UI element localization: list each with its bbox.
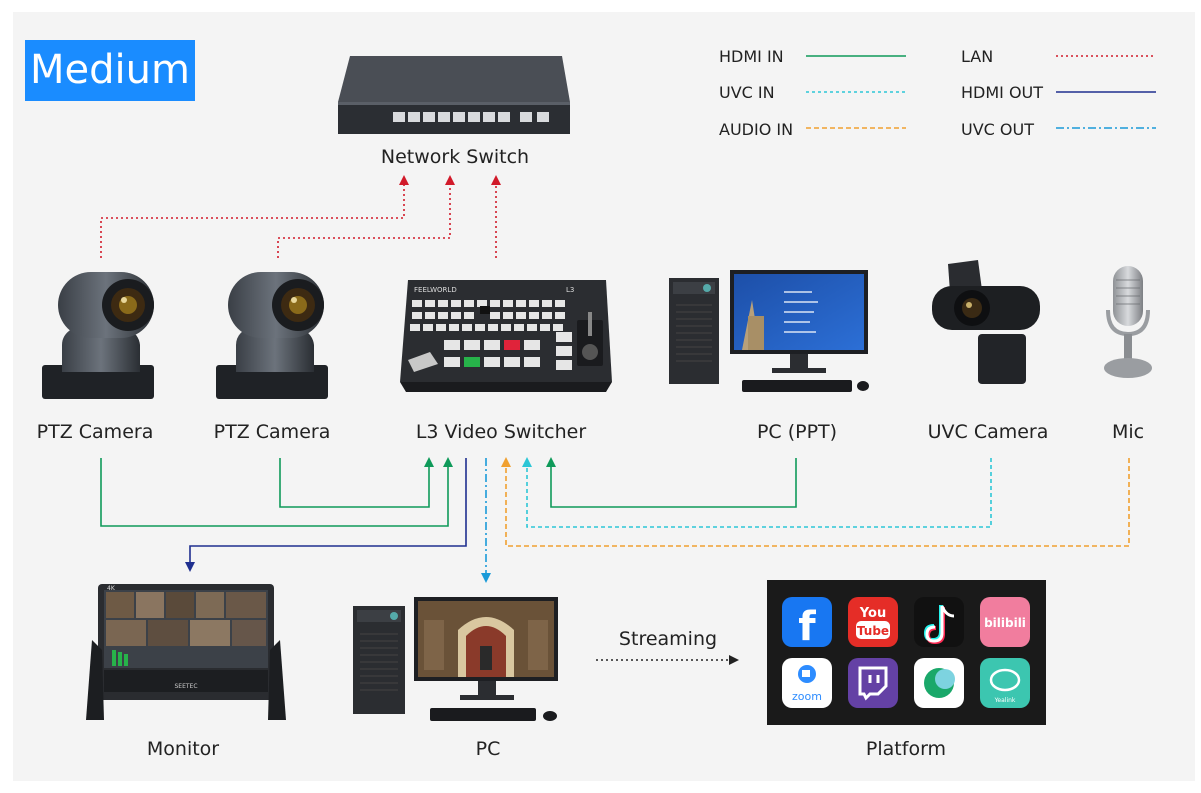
pc-ppt-label: PC (PPT) <box>756 421 838 443</box>
video-switcher-label: L3 Video Switcher <box>415 421 587 443</box>
bilibili-icon: bilibili <box>980 597 1030 647</box>
monitor-label: Monitor <box>146 738 220 760</box>
mic-image <box>1104 266 1152 378</box>
legend-uvc-in-label: UVC IN <box>719 83 775 102</box>
uvc-camera-to-switcher <box>522 457 992 528</box>
facebook-icon: f <box>782 597 832 650</box>
legend-hdmi-out-label: HDMI OUT <box>961 83 1044 102</box>
mic-label: Mic <box>1111 421 1145 443</box>
diagram-title: Medium <box>25 40 195 101</box>
pc-image <box>353 597 558 721</box>
legend-hdmi-in-label: HDMI IN <box>719 47 784 66</box>
platform-image: f You Tube bilibili zo <box>767 580 1046 725</box>
streaming-label: Streaming <box>618 628 718 650</box>
svg-text:Tube: Tube <box>857 624 889 638</box>
switcher-model-text: L3 <box>566 286 574 294</box>
lan-ptz2-to-switch <box>277 175 455 258</box>
ptz-camera-1-label: PTZ Camera <box>36 421 154 443</box>
uvc-camera-label: UVC Camera <box>927 421 1049 443</box>
ptz-camera-2-label: PTZ Camera <box>213 421 331 443</box>
zoom-icon: zoom <box>782 658 832 708</box>
hdmi-in-connections <box>100 457 797 527</box>
ptz-camera-2-image <box>216 272 328 399</box>
hdmi-ptz2-to-switcher <box>279 457 434 508</box>
network-switch-label: Network Switch <box>380 146 530 168</box>
youtube-icon: You Tube <box>848 597 898 647</box>
video-switcher-image: FEELWORLD L3 <box>400 280 612 392</box>
legend-uvc-out-label: UVC OUT <box>961 120 1034 139</box>
hdmi-ptz1-to-switcher <box>100 457 453 527</box>
platform-label: Platform <box>865 738 947 760</box>
pc-label: PC <box>475 738 501 760</box>
legend-lan-label: LAN <box>961 47 994 66</box>
lan-connections <box>100 175 501 258</box>
svg-text:Yealink: Yealink <box>994 697 1016 704</box>
mic-to-switcher <box>501 457 1130 547</box>
ptz-camera-1-image <box>42 272 154 399</box>
uvc-camera-image <box>932 260 1040 384</box>
svg-text:bilibili: bilibili <box>984 616 1026 630</box>
monitor-4k-text: 4K <box>107 585 116 592</box>
svg-text:You: You <box>859 606 886 621</box>
monitor-image: SEETEC 4K <box>86 584 286 720</box>
twitch-icon <box>848 658 898 708</box>
switcher-brand-text: FEELWORLD <box>414 286 457 294</box>
cloudmeet-icon <box>914 658 964 708</box>
lan-ptz1-to-switch <box>100 175 409 258</box>
monitor-brand-text: SEETEC <box>174 683 197 690</box>
legend-audio-in-label: AUDIO IN <box>719 120 794 139</box>
yealink-icon: Yealink <box>980 658 1030 708</box>
switcher-to-monitor <box>185 458 467 572</box>
pc-ppt-image <box>669 270 869 392</box>
tiktok-icon <box>914 597 964 647</box>
svg-text:f: f <box>798 604 816 650</box>
legend <box>806 55 1156 129</box>
hdmi-pcppt-to-switcher <box>546 457 797 508</box>
svg-text:zoom: zoom <box>792 690 822 703</box>
network-switch-image <box>338 56 570 134</box>
